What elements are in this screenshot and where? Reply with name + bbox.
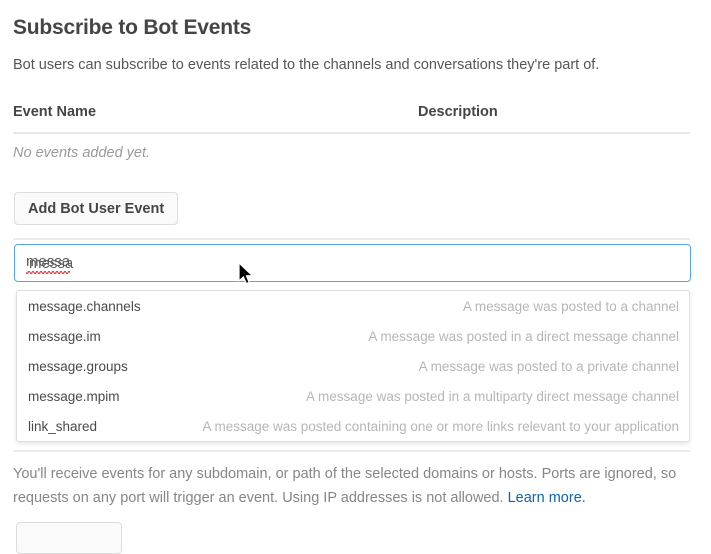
section-divider-lower	[13, 450, 690, 452]
event-suggestions-dropdown[interactable]: message.channels A message was posted to…	[16, 290, 690, 442]
list-item[interactable]: message.groups A message was posted to a…	[17, 351, 689, 381]
hint-body: You'll receive events for any subdomain,…	[13, 466, 677, 506]
suggestion-event-description: A message was posted in a multiparty dir…	[306, 388, 679, 404]
list-item[interactable]: message.mpim A message was posted in a m…	[17, 381, 689, 411]
suggestion-event-name: message.channels	[28, 298, 141, 314]
suggestion-event-name: message.groups	[28, 358, 128, 374]
learn-more-link[interactable]: Learn more.	[507, 490, 586, 506]
page-description: Bot users can subscribe to events relate…	[13, 57, 600, 73]
events-table-header: Event Name Description	[13, 104, 690, 126]
suggestion-event-name: message.im	[28, 328, 101, 344]
add-bot-user-event-button[interactable]: Add Bot User Event	[14, 192, 179, 225]
list-item[interactable]: message.channels A message was posted to…	[17, 291, 689, 321]
section-divider-upper	[13, 238, 690, 240]
suggestion-event-description: A message was posted in a direct message…	[368, 328, 679, 344]
suggestion-event-description: A message was posted containing one or m…	[202, 418, 679, 434]
bottom-partial-button[interactable]	[16, 522, 122, 554]
column-header-event-name: Event Name	[13, 104, 97, 120]
list-item[interactable]: message.im A message was posted in a dir…	[17, 321, 689, 351]
page-title: Subscribe to Bot Events	[13, 16, 252, 39]
suggestion-event-name: link_shared	[28, 418, 98, 434]
table-header-divider	[13, 132, 690, 134]
suggestion-event-name: message.mpim	[28, 388, 120, 404]
settings-panel: Subscribe to Bot Events Bot users can su…	[13, 16, 691, 554]
column-header-description: Description	[418, 104, 498, 120]
domains-hint-text: You'll receive events for any subdomain,…	[13, 462, 681, 510]
suggestion-event-description: A message was posted to a private channe…	[418, 358, 679, 374]
event-search-input[interactable]	[14, 244, 691, 282]
event-search-combobox[interactable]	[14, 244, 691, 282]
list-item[interactable]: link_shared A message was posted contain…	[17, 411, 689, 441]
events-table-empty-message: No events added yet.	[13, 145, 151, 161]
suggestion-event-description: A message was posted to a channel	[462, 298, 679, 314]
